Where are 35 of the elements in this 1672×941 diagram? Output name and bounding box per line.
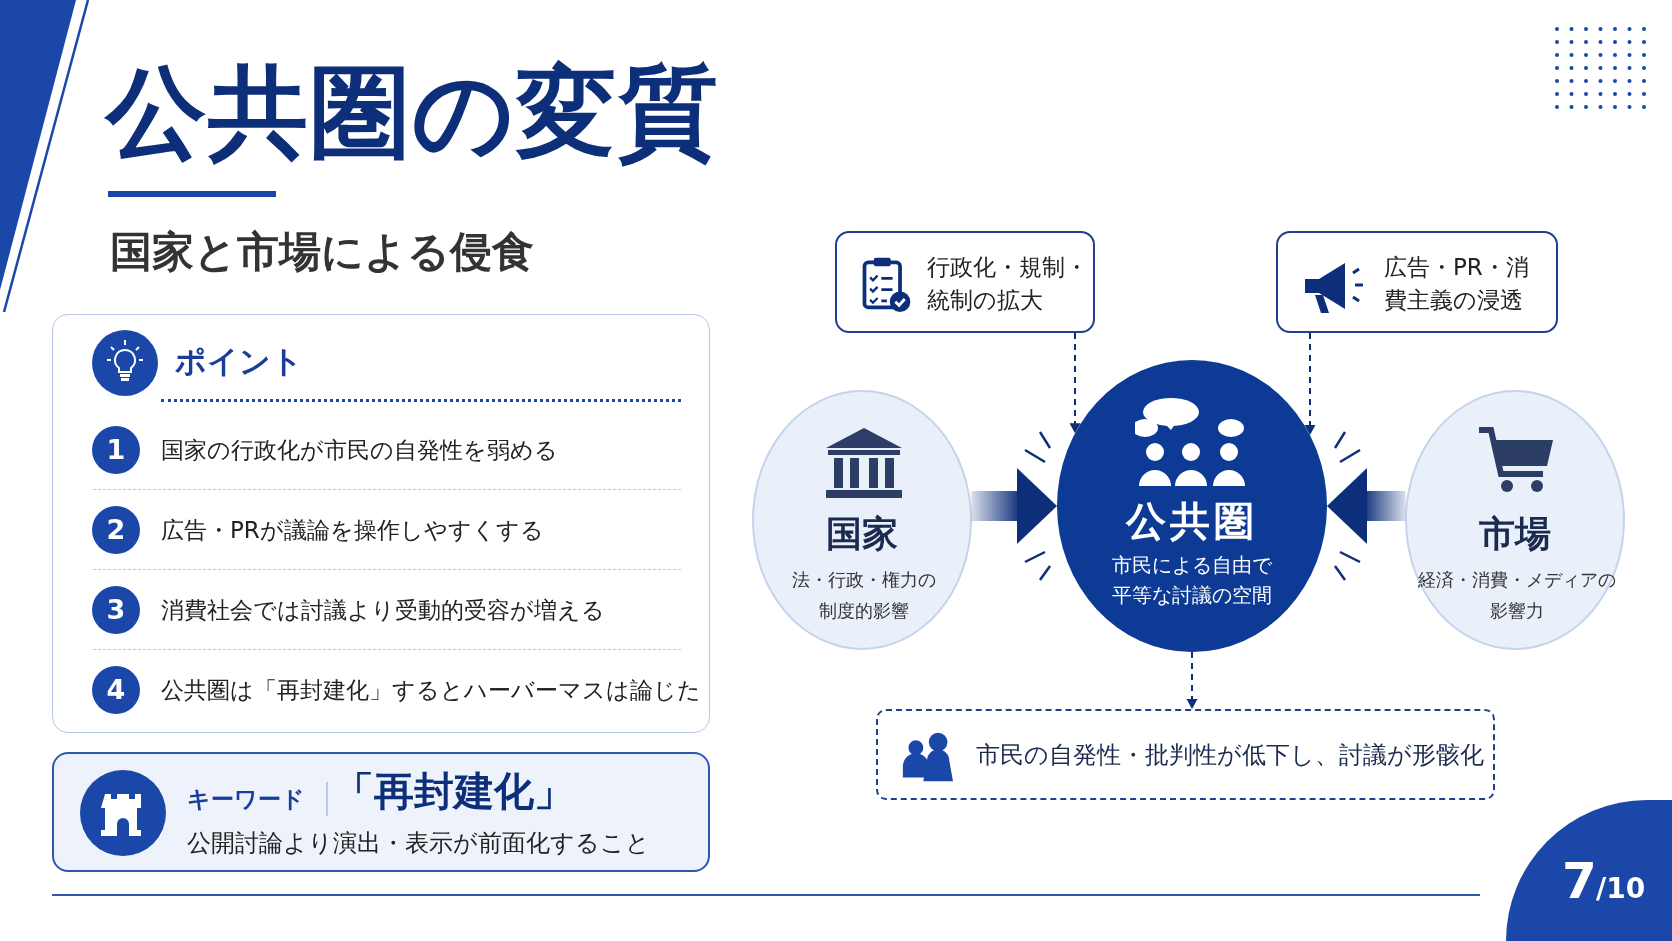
panel-heading: ポイント [175, 342, 303, 381]
circle-description: 市民による自由で平等な討議の空間 [1111, 552, 1273, 609]
block-arrow [1327, 468, 1406, 544]
point-panel [52, 314, 710, 733]
number-badge: 4 [92, 666, 140, 714]
point-text: 広告・PRが議論を操作しやすくする [161, 516, 544, 545]
callout-text: 行政化・規制・統制の拡大 [927, 253, 1089, 315]
callout-box [1276, 231, 1558, 333]
page-number: 7 [1562, 852, 1597, 910]
circle-description: 経済・消費・メディアの影響力 [1417, 568, 1617, 623]
number-badge: 3 [92, 586, 140, 634]
result-text: 市民の自発性・批判性が低下し、討議が形骸化 [976, 740, 1484, 771]
circle-description: 法・行政・権力の制度的影響 [791, 568, 937, 623]
dashed-arrow [1069, 332, 1081, 434]
point-text: 消費社会では討議より受動的受容が増える [161, 596, 605, 625]
circle-title: 国家 [825, 512, 899, 556]
dashed-arrow [1186, 651, 1198, 709]
keyword-box [52, 752, 710, 872]
callout-text: 広告・PR・消費主義の浸透 [1384, 253, 1530, 315]
keyword-term: 「再封建化」 [334, 767, 574, 816]
keyword-label: キーワード [187, 785, 305, 814]
block-arrow [971, 468, 1057, 544]
callout-box [835, 231, 1095, 333]
slide-title: 公共圏の変質 [106, 58, 720, 168]
circle-title: 市場 [1478, 512, 1552, 556]
number-badge: 2 [92, 506, 140, 554]
dashed-arrow [1304, 332, 1316, 436]
point-text: 公共圏は「再封建化」するとハーバーマスは論じた [161, 676, 701, 705]
number-badge: 1 [92, 426, 140, 474]
circle-title: 公共圏 [1124, 497, 1259, 546]
keyword-description: 公開討論より演出・表示が前面化すること [187, 828, 650, 859]
subtitle: 国家と市場による侵食 [110, 226, 534, 278]
page-total: /10 [1596, 872, 1646, 905]
point-text: 国家の行政化が市民の自発性を弱める [161, 436, 558, 465]
result-box [876, 709, 1495, 800]
